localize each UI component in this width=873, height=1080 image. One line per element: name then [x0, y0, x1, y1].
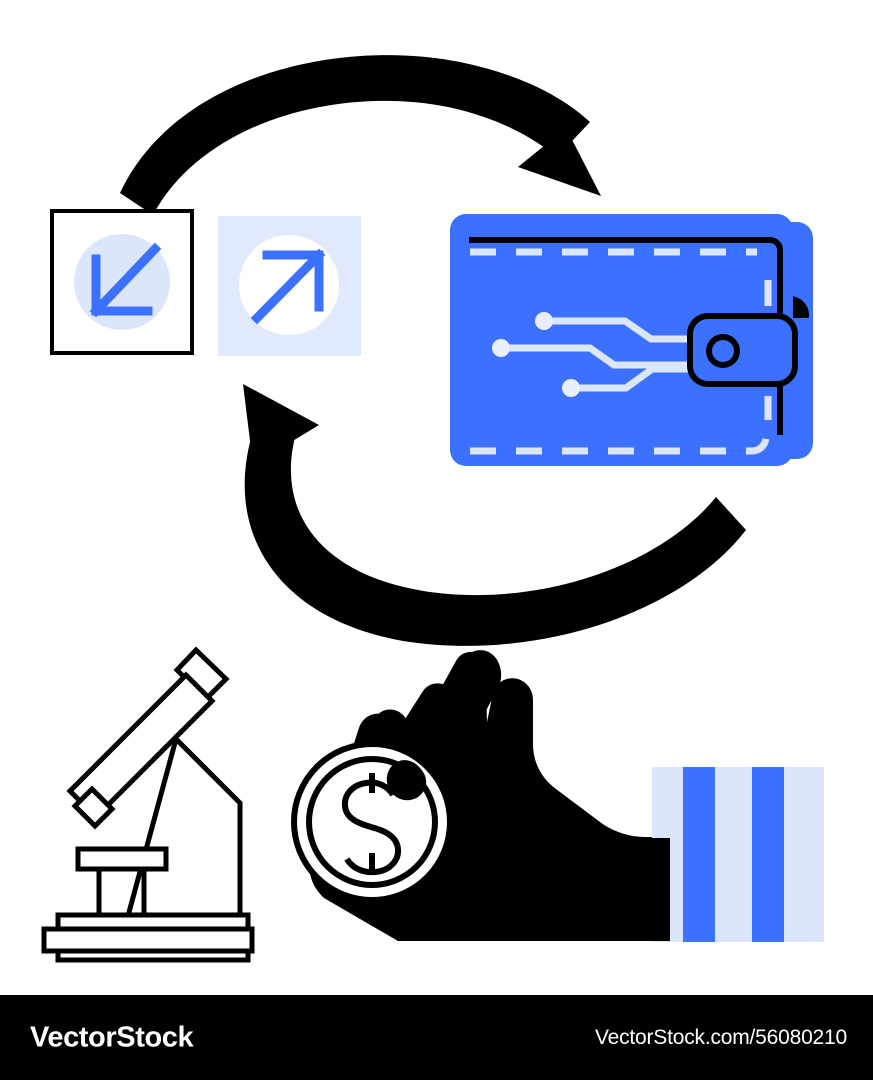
striped-square: [652, 767, 824, 942]
top-curved-arrow: [120, 55, 601, 215]
footer-url-label: VectorStock.com/56080210: [594, 1025, 847, 1049]
microscope: [41, 646, 255, 963]
arrow-in-box[interactable]: [50, 209, 194, 355]
digital-wallet[interactable]: [450, 214, 813, 466]
stripe-2: [752, 767, 784, 942]
arrow-up-right-icon: [250, 248, 326, 325]
wallet-dash-bottom: [470, 430, 770, 455]
circuit-node-2: [492, 339, 510, 357]
hand-fingertip-over-coin: [386, 760, 427, 801]
illustration-svg: [41, 55, 824, 963]
hand-holding-coin: [291, 650, 670, 941]
arrow-out-box[interactable]: [218, 216, 361, 356]
hand-wrist: [600, 838, 670, 941]
footer-watermark-bar: VectorStock VectorStock.com/56080210: [0, 995, 873, 1080]
arrow-down-left-icon: [89, 242, 162, 318]
microscope-objective: [71, 785, 116, 830]
microscope-foot: [41, 926, 255, 954]
microscope-stage: [75, 846, 169, 872]
wallet-clasp: [687, 313, 798, 387]
artboard: [41, 55, 824, 963]
wallet-clasp-button: [706, 334, 740, 368]
footer-brand-label: VectorStock: [30, 1021, 194, 1053]
bottom-curved-arrow: [243, 384, 746, 646]
coin-dollar-sign: [341, 773, 402, 876]
wallet-outline-stroke: [469, 237, 783, 435]
circuit-node-3: [562, 379, 580, 397]
wallet-body: [450, 214, 793, 466]
circuit-node-1: [535, 312, 553, 330]
dollar-coin: [291, 741, 453, 903]
stripe-1: [683, 767, 715, 942]
microscope-stage-stem: [96, 869, 147, 915]
